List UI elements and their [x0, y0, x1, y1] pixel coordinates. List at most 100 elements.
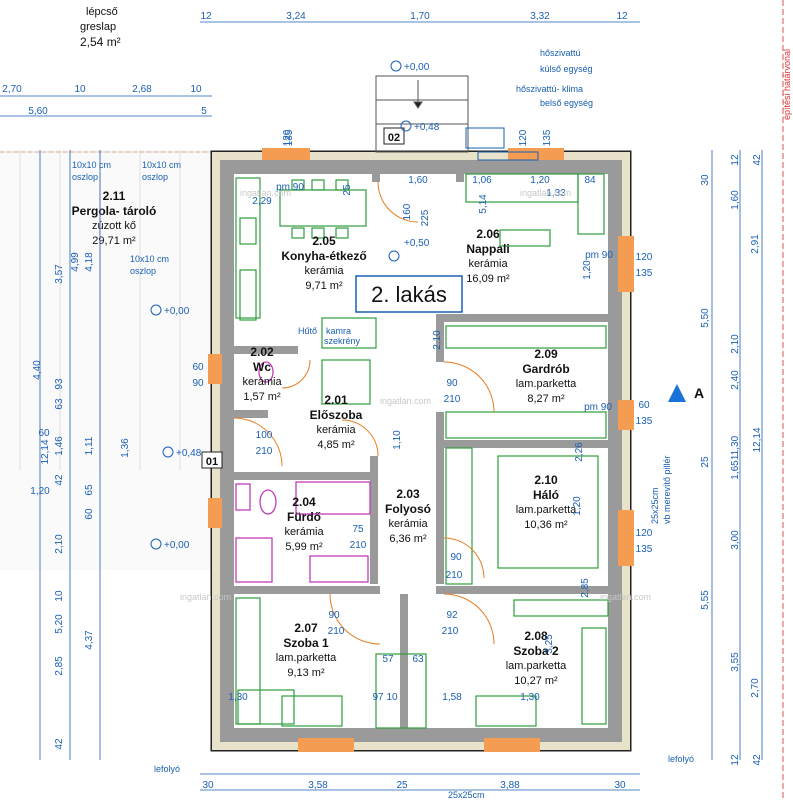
dim-right: 1,60: [730, 190, 741, 210]
room-area: 1,57 m²: [243, 391, 281, 403]
room-id: 2.09: [534, 347, 558, 361]
room-name: Háló: [533, 488, 559, 502]
door-dim: 210: [328, 626, 345, 637]
misc-dim: 1,06: [472, 175, 492, 186]
door-dim: 90: [450, 552, 462, 563]
svg-text:10x10 cm: 10x10 cm: [142, 160, 181, 170]
dim-left: 4,99: [70, 252, 81, 272]
dim-left: 3,57: [54, 264, 65, 284]
dim-bottom: 30: [614, 780, 626, 791]
dim-left: 2,85: [54, 656, 65, 676]
annotations: hőszivattú külső egység hőszivattú- klim…: [72, 48, 792, 800]
dim-left: 1,11: [84, 436, 95, 455]
misc-dim: pm 90: [585, 250, 613, 261]
dim-left: 42: [54, 738, 65, 750]
svg-text:+0,00: +0,00: [164, 540, 190, 551]
dim-right: 1,65: [730, 460, 741, 480]
room-material: lam.parketta: [276, 652, 337, 664]
misc-dim: 84: [584, 175, 596, 186]
dim-top: 3,32: [530, 11, 550, 22]
svg-text:oszlop: oszlop: [142, 172, 168, 182]
misc-dim: pm 90: [584, 402, 612, 413]
room-area: 6,36 m²: [389, 533, 427, 545]
dim-right: 12: [730, 754, 741, 766]
room-name: Nappali: [466, 242, 509, 256]
level-markers: +0,00 +0,48 +0,50 +0,48 +0,00 +0,00: [150, 60, 440, 551]
room-area: 4,85 m²: [317, 439, 355, 451]
svg-text:lépcső: lépcső: [86, 6, 118, 18]
room-area: 9,13 m²: [287, 667, 325, 679]
door-dim: 210: [256, 446, 273, 457]
dim-right: 30: [700, 174, 711, 186]
room-name: Konyha-étkező: [281, 249, 366, 263]
room-material: kerámia: [242, 376, 282, 388]
window-dim: 90: [192, 378, 204, 389]
dim-left-top: 10: [190, 84, 202, 95]
door-dim: 210: [442, 626, 459, 637]
window-dim: 135: [636, 544, 653, 555]
misc-dim: 3,25: [544, 634, 555, 654]
dim-right: 42: [752, 754, 763, 766]
dim-top: 12: [200, 11, 212, 22]
misc-dim: 160: [402, 203, 413, 220]
dim-right: 11,30: [730, 435, 741, 460]
room-area: 9,71 m²: [305, 280, 343, 292]
dim-left: 42: [54, 474, 65, 486]
dim-bottom: 3,58: [308, 780, 328, 791]
room-material: kerámia: [388, 518, 428, 530]
dim-left-top: 5: [201, 106, 207, 117]
svg-text:ingatlan.com: ingatlan.com: [380, 396, 431, 406]
dim-right: 2,40: [730, 370, 741, 390]
svg-text:belső egység: belső egység: [540, 98, 593, 108]
svg-text:ingatlan.com: ingatlan.com: [520, 188, 571, 198]
svg-text:szekrény: szekrény: [324, 336, 361, 346]
dim-right: 12,14: [752, 427, 763, 452]
svg-text:10x10 cm: 10x10 cm: [130, 254, 169, 264]
dim-left: 65: [84, 484, 95, 496]
room-name: Folyosó: [385, 502, 431, 516]
dim-bottom: 30: [202, 780, 214, 791]
svg-text:+0,50: +0,50: [404, 238, 430, 249]
room-material: lam.parketta: [506, 660, 567, 672]
ac-units: [465, 127, 539, 161]
room-id: 2.11: [103, 189, 126, 203]
svg-text:+0,48: +0,48: [176, 448, 202, 459]
dim-bottom: 25: [396, 780, 408, 791]
room-name: Szoba 2: [513, 644, 559, 658]
misc-dim: 1,20: [582, 260, 593, 280]
room-id: 2.10: [534, 473, 558, 487]
misc-dim: 5,14: [478, 194, 489, 214]
dim-left-top: 2,70: [2, 84, 22, 95]
bath-fixtures: [235, 361, 371, 583]
svg-text:2,54 m²: 2,54 m²: [80, 35, 121, 49]
misc-dim: 1,30: [520, 692, 540, 703]
misc-dim: 1,30: [228, 692, 248, 703]
room-name: Fürdő: [287, 510, 321, 524]
misc-dim: 25: [342, 184, 353, 196]
room-id: 2.06: [476, 227, 500, 241]
room-name: Wc: [253, 360, 271, 374]
door-dim: 90: [328, 610, 340, 621]
room-name: Előszoba: [310, 408, 363, 422]
room-name: Gardrób: [522, 362, 569, 376]
windows: [208, 148, 634, 752]
watermark: ingatlan.com ingatlan.com ingatlan.com i…: [180, 188, 651, 602]
dim-bottom: 3,88: [500, 780, 520, 791]
svg-text:oszlop: oszlop: [130, 266, 156, 276]
room-id: 2.07: [294, 621, 318, 635]
window-dim: 135: [542, 129, 553, 146]
room-area: 16,09 m²: [466, 273, 510, 285]
misc-dim: pm 90: [276, 182, 304, 193]
misc-dim: 1,20: [530, 175, 550, 186]
window-dim: 60: [638, 400, 650, 411]
dim-top: 3,24: [286, 11, 306, 22]
dim-top: 12: [616, 11, 628, 22]
door-dim: 90: [446, 378, 458, 389]
dim-right: 3,00: [730, 530, 741, 550]
window-dim: 135: [636, 268, 653, 279]
room-name: Pergola- tároló: [72, 204, 157, 218]
interior-walls: [234, 160, 608, 728]
